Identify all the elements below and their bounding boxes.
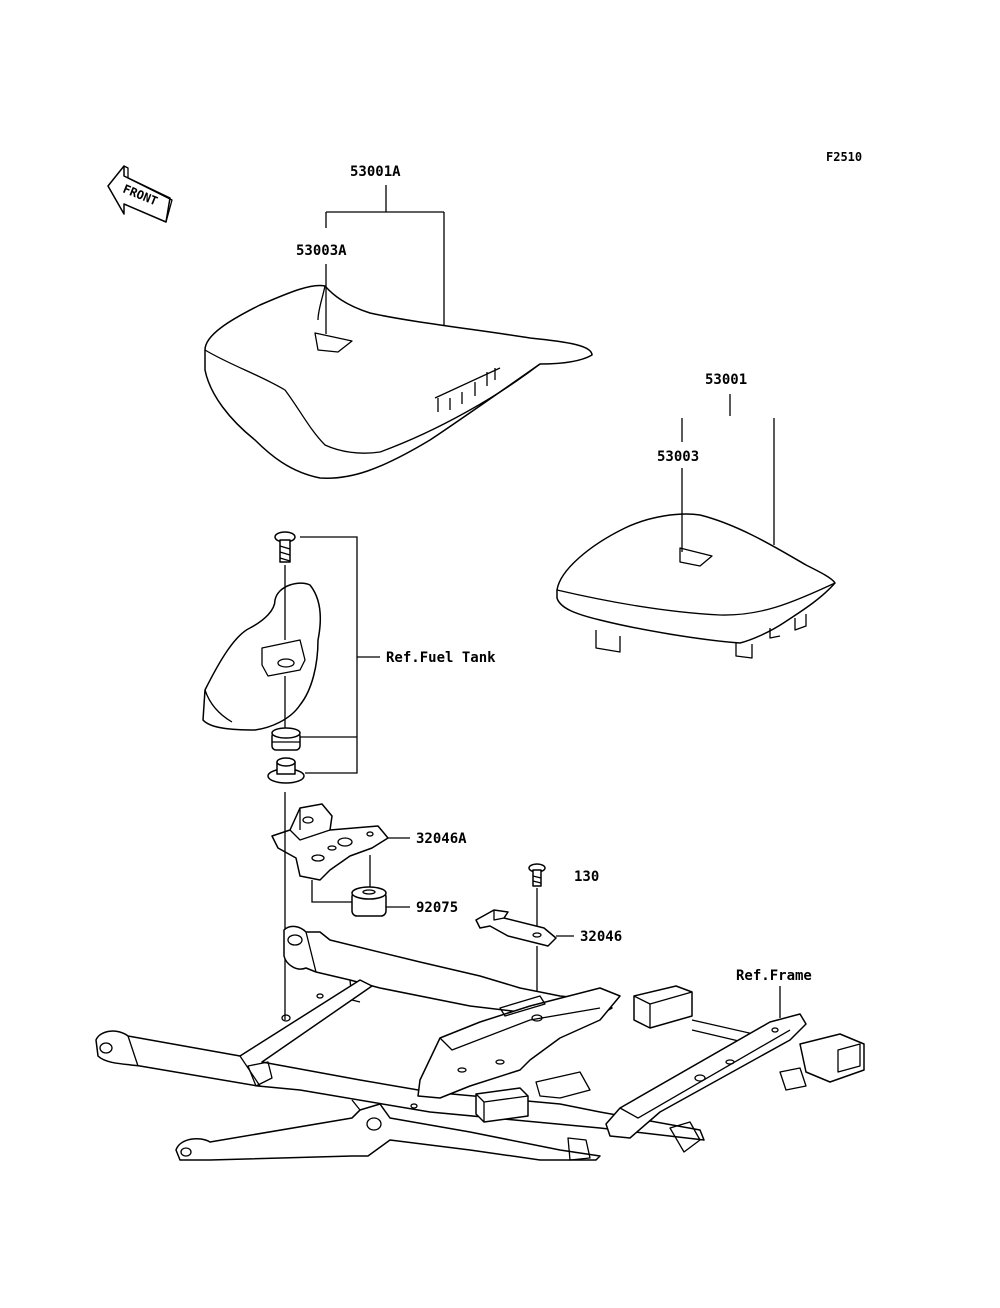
rider-seat <box>204 284 593 479</box>
callout-ref-fuel-tank: Ref.Fuel Tank <box>300 536 496 774</box>
front-arrow-icon: FRONT <box>107 165 173 223</box>
label-53003a: 53003A <box>296 243 347 259</box>
label-ref-frame: Ref.Frame <box>736 968 812 984</box>
callout-53003a: 53003A <box>296 243 347 334</box>
callout-53001a: 53001A <box>325 164 445 325</box>
collar <box>267 757 305 784</box>
callout-32046a: 32046A <box>388 831 467 847</box>
callout-32046: 32046 <box>556 929 622 945</box>
label-53003: 53003 <box>657 449 699 465</box>
fuel-tank-ref <box>202 582 322 731</box>
mount-bolt <box>274 531 296 563</box>
label-32046: 32046 <box>580 929 622 945</box>
damper-92075 <box>351 886 387 917</box>
callout-ref-frame: Ref.Frame <box>736 968 812 1018</box>
frame-ref <box>95 925 865 1161</box>
grommet <box>271 727 301 751</box>
label-53001a: 53001A <box>350 164 401 180</box>
figure-code: F2510 <box>826 150 862 164</box>
bracket-32046 <box>475 909 557 947</box>
label-53001: 53001 <box>705 372 747 388</box>
label-92075: 92075 <box>416 900 458 916</box>
callout-53003: 53003 <box>657 449 699 552</box>
damper-bracket-line <box>311 855 371 903</box>
pillion-seat <box>556 513 836 659</box>
callout-92075: 92075 <box>386 900 458 916</box>
bolt-130 <box>528 863 546 887</box>
label-32046a: 32046A <box>416 831 467 847</box>
label-ref-fuel-tank: Ref.Fuel Tank <box>386 650 496 666</box>
callout-53001: 53001 <box>681 372 775 545</box>
label-130: 130 <box>574 869 599 885</box>
bracket-32046a <box>271 803 389 881</box>
